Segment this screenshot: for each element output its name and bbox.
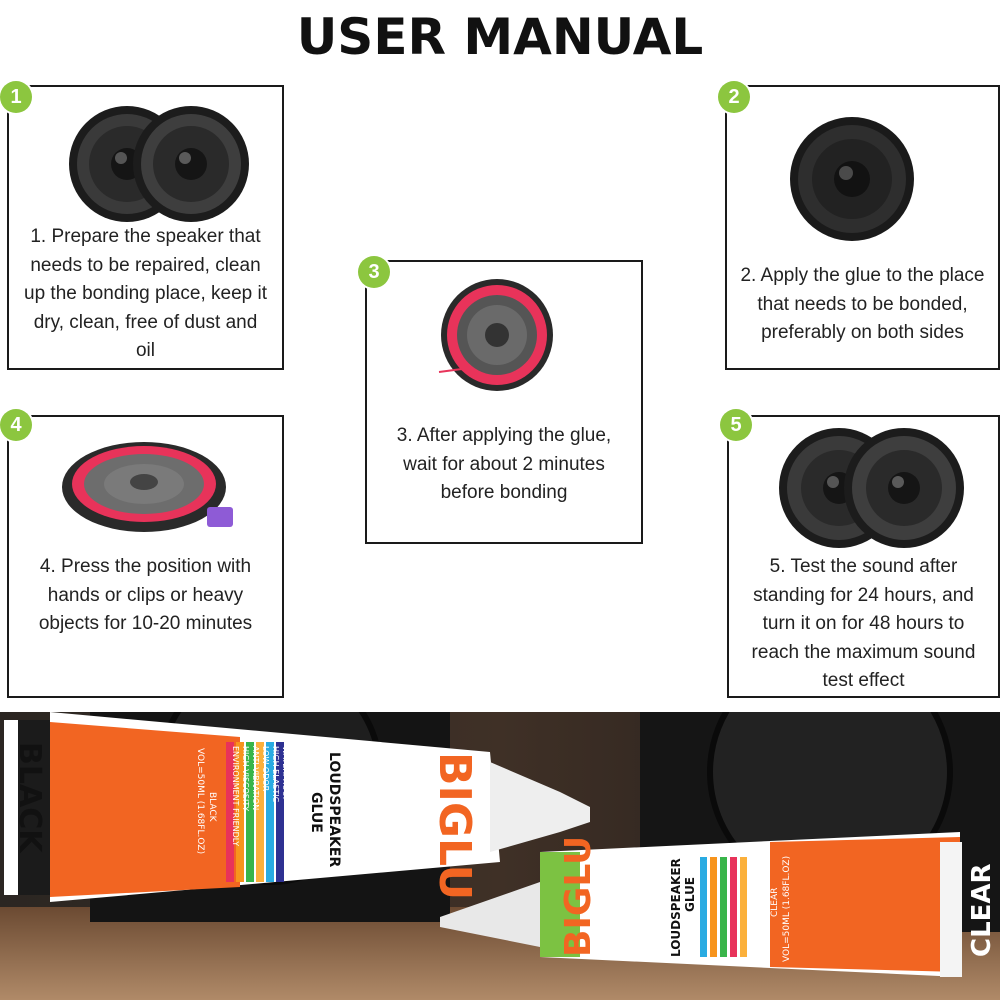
step-3-text: 3. After applying the glue,wait for abou… bbox=[396, 425, 612, 503]
clip-icon bbox=[207, 507, 233, 527]
step-3-card: 3. After applying the glue,wait for abou… bbox=[365, 260, 643, 544]
volume-black: VOL=50ML (1.68FL.OZ) bbox=[195, 748, 205, 854]
brand-logo-black: BIGLU bbox=[429, 752, 480, 900]
label-type-black: BLACK bbox=[207, 792, 217, 823]
feature-black-2: HIGH ELASTIC bbox=[271, 746, 280, 803]
speaker-right bbox=[844, 428, 964, 548]
brand-logo-clear: BIGLU bbox=[558, 836, 599, 957]
step-2-badge: 2 bbox=[718, 81, 750, 113]
feature-black-4: ANTI VIBRATION bbox=[251, 746, 260, 810]
glue-tube-clear bbox=[440, 832, 962, 977]
speaker-right bbox=[133, 106, 249, 222]
feature-black-5: HIGH VISCOSITY bbox=[241, 746, 250, 811]
page-title: USER MANUAL bbox=[296, 8, 704, 66]
variant-label-black: BLACK bbox=[12, 742, 47, 854]
feature-black-6: ENVIRONMENT FRIENDLY bbox=[231, 746, 240, 846]
feature-black-3: LOW ODOR bbox=[261, 746, 270, 792]
feature-black-1: WATERPROOF bbox=[281, 746, 290, 802]
speaker-clamped-image bbox=[62, 442, 233, 532]
speaker-pair-image bbox=[779, 428, 964, 548]
step-1-badge: 1 bbox=[0, 81, 32, 113]
label-type-clear: CLEAR bbox=[770, 888, 780, 917]
variant-label-clear: CLEAR bbox=[967, 863, 997, 957]
product-name-clear-2: GLUE bbox=[683, 877, 697, 912]
product-name-clear-1: LOUDSPEAKER bbox=[669, 858, 683, 957]
speaker-pair-image bbox=[69, 106, 249, 222]
product-name-black-2: GLUE bbox=[308, 792, 324, 833]
product-photo: BLACK CLEAR BIGLU LOUDSPEAKER GLUE WATER… bbox=[0, 712, 1000, 1000]
speaker-red-rim-image bbox=[438, 279, 553, 391]
step-3-badge: 3 bbox=[358, 256, 390, 288]
step-4-badge: 4 bbox=[0, 409, 32, 441]
step-5-badge: 5 bbox=[720, 409, 752, 441]
volume-clear: VOL=50ML (1.68FL.OZ) bbox=[782, 856, 792, 962]
product-name-black-1: LOUDSPEAKER bbox=[326, 752, 342, 867]
speaker-image bbox=[790, 117, 914, 241]
glue-tube-black bbox=[4, 712, 590, 902]
